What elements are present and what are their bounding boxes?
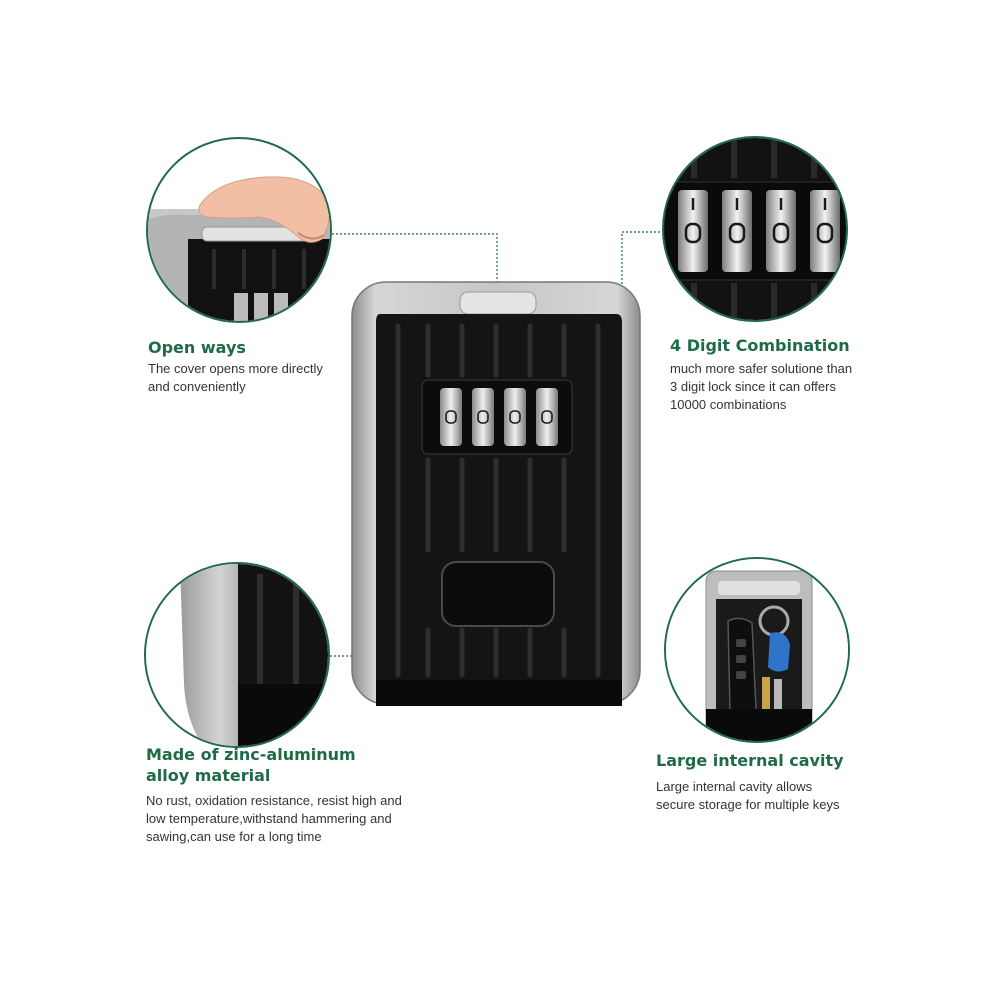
internal-cavity-title: Large internal cavity [656,751,844,770]
digit-combination-circle [662,136,848,322]
internal-cavity-description: Large internal cavity allows secure stor… [656,779,840,812]
hand-opening-cover-image [148,176,330,321]
open-ways-circle [146,137,332,323]
combination-dials-image [664,138,846,320]
keys-in-cavity-image [666,559,848,741]
open-ways-title: Open ways [148,338,246,357]
zinc-alloy-title: Made of zinc-aluminum alloy material [146,745,356,785]
internal-cavity-circle [664,557,850,743]
digit-combination-description: much more safer solutione than 3 digit l… [670,361,853,412]
alloy-frame-image [146,564,328,746]
zinc-alloy-circle [144,562,330,748]
open-ways-description: The cover opens more directly and conven… [148,361,323,394]
digit-combination-title: 4 Digit Combination [670,336,850,355]
lockbox-product-image [351,281,641,706]
zinc-alloy-description: No rust, oxidation resistance, resist hi… [146,793,402,844]
